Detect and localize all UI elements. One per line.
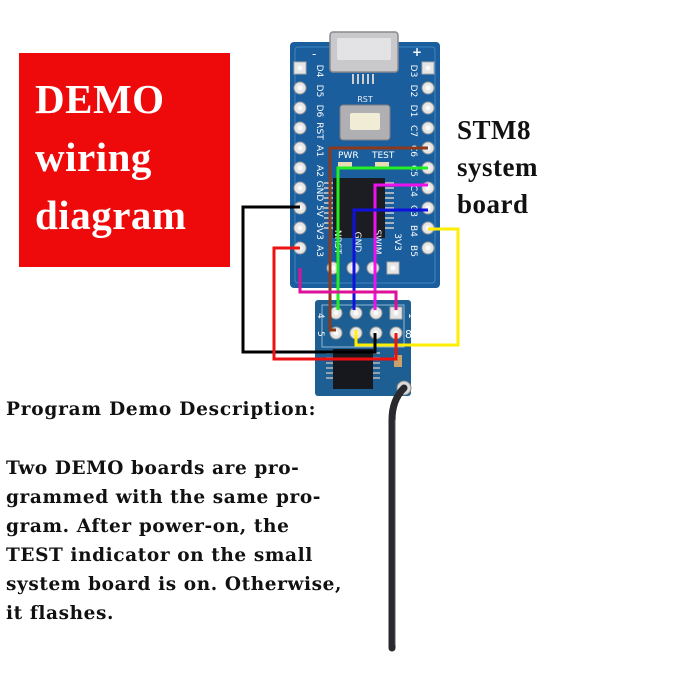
pin-label-gnd: GND bbox=[314, 181, 324, 202]
pin-c4-hole bbox=[425, 185, 431, 191]
rf-module-pins bbox=[329, 306, 403, 340]
pin-d6-hole bbox=[297, 105, 303, 111]
led-label-pwr: PWR bbox=[338, 151, 359, 161]
pin-label-d1: D1 bbox=[408, 105, 418, 118]
board-label-line-3: board bbox=[457, 189, 529, 219]
pin-label-c7: C7 bbox=[408, 125, 418, 137]
pin-label-d6: D6 bbox=[314, 105, 324, 118]
wire-red bbox=[272, 246, 398, 361]
pin-d5-hole bbox=[297, 85, 303, 91]
pin-3v3-hole bbox=[297, 225, 303, 231]
module-pin-3-hole bbox=[373, 310, 379, 316]
wire-black bbox=[241, 205, 377, 354]
pin-gnd-hole bbox=[297, 185, 303, 191]
pin-label-a2: A2 bbox=[314, 165, 324, 177]
pin-a2-hole bbox=[297, 165, 303, 171]
reset-button-cap bbox=[350, 113, 380, 130]
bottom-pin-3v3-hole bbox=[390, 265, 396, 271]
module-pin-label-4: 4 bbox=[315, 313, 325, 319]
description-line: it flashes. bbox=[6, 603, 115, 624]
wire-brown bbox=[328, 146, 428, 332]
pin-d2-hole bbox=[425, 85, 431, 91]
pin-d1-hole bbox=[425, 105, 431, 111]
rf-module-chip bbox=[333, 349, 373, 389]
bottom-pin-label-gnd: GND bbox=[352, 232, 362, 253]
rf-module-capacitor bbox=[394, 355, 402, 367]
pwr-led bbox=[338, 162, 352, 168]
reset-label: RST bbox=[357, 95, 373, 104]
description-line: system board is on. Otherwise, bbox=[6, 574, 343, 595]
module-pin-5-hole bbox=[333, 330, 339, 336]
description-line: TEST indicator on the small bbox=[6, 545, 313, 566]
pin-label-c6: C6 bbox=[408, 145, 418, 157]
pin-label-d5: D5 bbox=[314, 85, 324, 98]
module-pin-2-hole bbox=[353, 310, 359, 316]
pin-label-a1: A1 bbox=[314, 145, 324, 157]
pin-label-c5: C5 bbox=[408, 165, 418, 177]
bottom-pin-label-3v3: 3V3 bbox=[392, 233, 402, 251]
board-label-line-1: STM8 bbox=[457, 115, 532, 145]
module-pin-1-hole bbox=[333, 310, 339, 316]
stm8-pcb bbox=[290, 42, 440, 288]
title-box: DEMO wiring diagram bbox=[19, 53, 230, 267]
wires bbox=[241, 146, 460, 361]
stm8-board: RST + - PWR TEST D4D5D6RSTA1A2GND5V3V3A3… bbox=[290, 31, 440, 288]
title-line-2: wiring bbox=[35, 134, 152, 180]
module-pin-label-8: 8 bbox=[405, 328, 412, 341]
module-pin-label-5: 5 bbox=[315, 331, 325, 337]
description-title: Program Demo Description: bbox=[6, 399, 317, 420]
pin-a1-hole bbox=[297, 145, 303, 151]
pin-label-5v: 5V bbox=[314, 205, 324, 218]
pin-label-d3: D3 bbox=[408, 65, 418, 78]
board-label: STM8 system board bbox=[457, 112, 538, 223]
title-line-3: diagram bbox=[35, 192, 187, 238]
program-description: Program Demo Description: Two DEMO board… bbox=[6, 396, 386, 628]
title-line-1: DEMO bbox=[35, 76, 165, 122]
wire-yellow bbox=[354, 227, 460, 347]
minus-mark: - bbox=[312, 47, 316, 61]
description-body: Two DEMO boards are pro- grammed with th… bbox=[6, 454, 386, 628]
module-pin-4-hole bbox=[393, 310, 399, 316]
description-line: Two DEMO boards are pro- bbox=[6, 458, 300, 479]
description-line: grammed with the same pro- bbox=[6, 487, 322, 508]
usb-pins bbox=[352, 74, 374, 84]
pin-d4-hole bbox=[297, 65, 303, 71]
antenna bbox=[388, 380, 412, 652]
pin-label-d4: D4 bbox=[314, 65, 324, 78]
board-label-line-2: system bbox=[457, 152, 538, 182]
bottom-pin-nrst-hole bbox=[330, 265, 336, 271]
pin-label-c4: C4 bbox=[408, 185, 418, 197]
wire-magenta-c5 bbox=[373, 183, 428, 310]
usb-connector-opening bbox=[337, 38, 391, 60]
pin-label-b5: B5 bbox=[408, 245, 418, 257]
pin-label-b4: B4 bbox=[408, 225, 418, 237]
pin-label-rst: RST bbox=[314, 122, 324, 140]
description-line: gram. After power-on, the bbox=[6, 516, 290, 537]
test-led bbox=[375, 162, 389, 168]
bottom-pin-label-swim: SWIM bbox=[372, 229, 382, 254]
pin-c7-hole bbox=[425, 125, 431, 131]
plus-mark: + bbox=[412, 45, 422, 59]
module-pin-label-1: 1 bbox=[406, 313, 416, 319]
pin-label-3v3: 3V3 bbox=[314, 222, 324, 240]
wire-magenta-a3 bbox=[298, 268, 398, 310]
pin-d3-hole bbox=[425, 65, 431, 71]
led-label-test: TEST bbox=[371, 151, 395, 161]
antenna-wire bbox=[388, 384, 408, 652]
wire-green bbox=[336, 166, 428, 310]
pin-label-a3: A3 bbox=[314, 245, 324, 257]
pin-rst-hole bbox=[297, 125, 303, 131]
wire-blue bbox=[352, 208, 428, 310]
pin-b5-hole bbox=[425, 245, 431, 251]
rf-module-header-outline bbox=[321, 304, 405, 348]
pin-label-d2: D2 bbox=[408, 85, 418, 98]
